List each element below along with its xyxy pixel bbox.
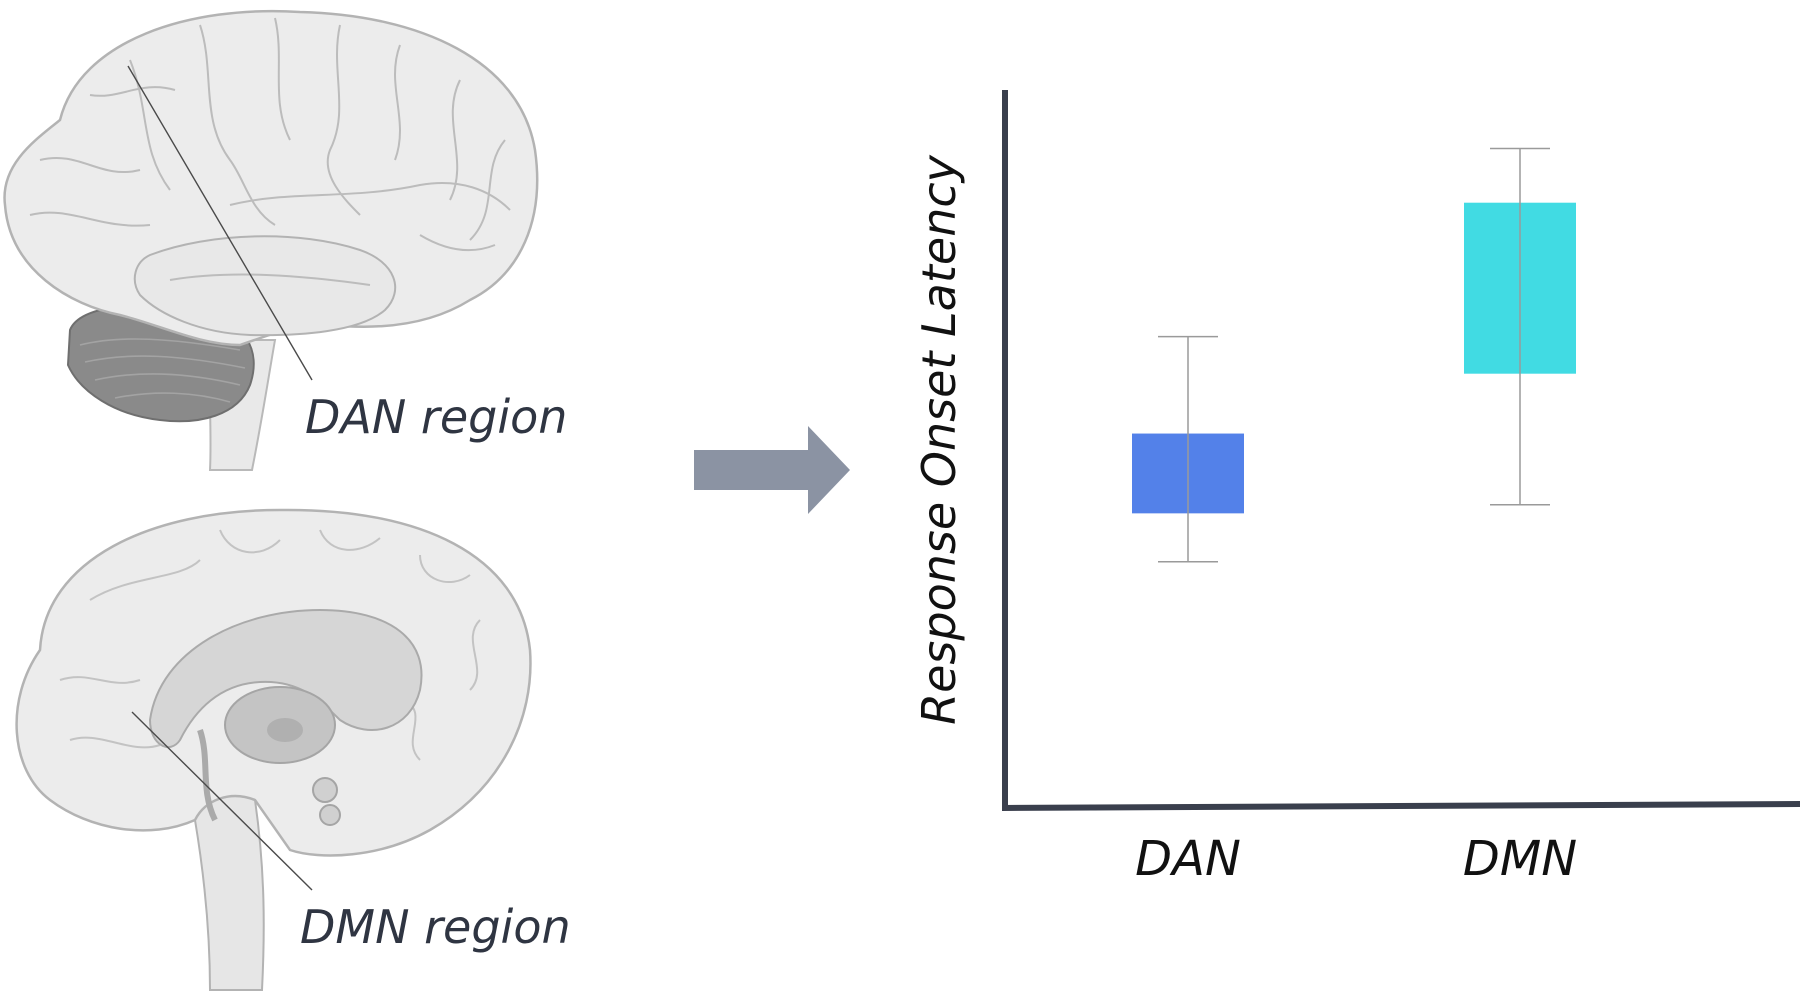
temporal-lobe — [133, 235, 397, 337]
corpus-callosum — [148, 608, 423, 749]
cerebellum-folds — [79, 338, 246, 403]
medial-brainstem — [193, 795, 265, 991]
dmn-pointer-line — [131, 711, 313, 891]
category-label-dan: DAN — [1135, 831, 1241, 887]
dan-pointer-line — [127, 65, 313, 381]
x-axis — [1001, 801, 1800, 811]
lateral-cerebrum — [3, 9, 539, 347]
medial-brain-illustration: DMN region — [15, 508, 571, 991]
mammillary-body — [312, 777, 338, 803]
thalamus-inner — [267, 718, 303, 742]
latency-box-chart: Response Onset Latency DAN DMN — [912, 90, 1800, 887]
dmn-region-label: DMN region — [300, 900, 571, 954]
category-label-dmn: DMN — [1463, 831, 1577, 887]
dan-region-label: DAN region — [305, 390, 567, 444]
fornix — [197, 729, 218, 822]
lateral-brain-illustration: DAN region — [3, 9, 567, 471]
flow-arrow-icon — [694, 426, 850, 514]
pituitary — [319, 804, 341, 826]
y-axis-label: Response Onset Latency — [912, 154, 966, 724]
cortical-sulci — [29, 17, 511, 286]
